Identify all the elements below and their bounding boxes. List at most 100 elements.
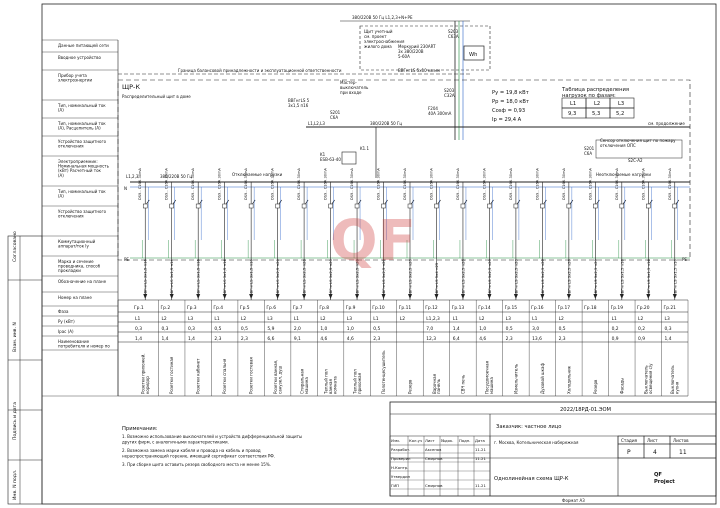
breaker-contact (275, 203, 280, 209)
circuit-current: 2,3 (241, 336, 248, 342)
note-item: 1. Возможно использование выключателей и… (122, 434, 302, 445)
watermark: QF (330, 209, 416, 274)
fire-relay-box (595, 139, 683, 159)
breaker-label: DS9.. C16A 30mA (324, 167, 328, 200)
left-table-label: Iрас (А) (58, 329, 74, 334)
cable-label: ВВГнгLS 3x1,5 п16 (672, 258, 677, 296)
circuit-current: 13,6 (532, 336, 542, 342)
panel-subtitle: Распределительный щит в доме (122, 94, 191, 99)
cable-label: ВВГнгLS 3x1,5 п16 (222, 258, 227, 296)
circuit-current: 9,1 (294, 336, 301, 342)
breaker-contact (222, 203, 227, 209)
panel-title: ЩР-К (122, 83, 140, 91)
note-item: 3. При сборке щита оставить резерв свобо… (122, 462, 271, 467)
supply-label: 380/220В 50 Гц L1,2,3+N+PE (352, 15, 413, 20)
side-label-agreed: Согласовано (12, 231, 18, 262)
side-label-replaced-inv: Взам. инв. N (12, 322, 18, 352)
circuit-load-name: Розетки прихожей.коридор (141, 353, 150, 394)
circuit-load-name: Измельчитель (513, 363, 518, 394)
main-bus-label: 380/220В 50 Гц (370, 121, 402, 126)
circuit-phase: L2 (559, 316, 564, 322)
continuation-label: см. продолжение (648, 121, 685, 126)
circuit-group: Гр.15 (505, 305, 518, 311)
relay-label: S2C-A2 (628, 158, 643, 163)
breaker-label: DS9.. C16A 30mA (138, 167, 142, 200)
cable-label: ВВГнгLS 3x2,5 п20 (487, 258, 492, 296)
breaker-label: DS9.. C16A 30mA (165, 167, 169, 200)
nonswitchable-loads-label: Неотключаемые нагрузки (596, 172, 651, 177)
stage-head: Стадия (621, 438, 638, 443)
circuit-load-name: Розетки гостевая (249, 357, 254, 394)
circuit-load-name: Фасады (619, 378, 624, 394)
cable-label: ВВГнгLS 3x1,5 п16 (143, 258, 148, 296)
outgoing-arrow (381, 294, 386, 299)
stamp-role: Проверил (391, 456, 411, 461)
note-item: 2. Возможна замена марки кабеля и провод… (122, 448, 275, 459)
breaker-label: DS9.. C16A 30mA (668, 167, 672, 200)
breaker-contact (566, 203, 572, 209)
cable-label: ВВГнгLS 3x1,5 п16 (646, 258, 651, 296)
meter-symbol-label: Wh (469, 52, 477, 58)
outgoing-arrow (408, 294, 412, 299)
left-table-label: Электроприемник:Номинальная мощность(кВт… (58, 159, 110, 178)
input-cable: ВВГнгLS 5х10 кв.мм (398, 68, 440, 73)
circuit-load-name: Теплый полваннаякомната (324, 369, 338, 395)
breaker-label: DS9.. C16A 30mA (615, 167, 619, 200)
boundary-text: Граница балансовой принадлежности и эксп… (178, 68, 342, 73)
left-table-label: Данные питающей сети (58, 43, 109, 48)
circuit-load-name: Полотенцесушитель (381, 350, 386, 394)
breaker-label: DS9.. C16A 30mA (191, 167, 195, 200)
phase-name: L3 (618, 101, 624, 107)
circuit-load-name: Холодильник (566, 365, 571, 394)
breaker-contact (619, 203, 625, 209)
breaker-contact (460, 203, 466, 209)
cable-label: ВВГнгLS 3x2,5 п20 (540, 258, 545, 296)
breaker-label: DS9.. C16A 30mA (456, 167, 460, 200)
breaker-contact (381, 203, 386, 209)
outgoing-arrow (434, 294, 439, 299)
meter-symbol (463, 45, 485, 61)
stamp-date: 11.21 (475, 447, 486, 452)
cable-label: ВВГнгLS 3x2,5 п20 (275, 258, 280, 296)
outgoing-arrow (513, 294, 518, 299)
circuit-group: Гр.12 (425, 305, 438, 311)
panel-header: ЩР-К Распределительный щит в доме ВВГнгL… (122, 80, 690, 262)
stamp-head-cell: Кол.уч (409, 438, 422, 443)
stage-value: 11 (679, 449, 687, 456)
circuit-group: Гр.18 (584, 305, 597, 311)
circuit-power: 0,5 (559, 326, 566, 332)
outgoing-arrow (672, 294, 677, 299)
circuit-phase: L1 (373, 316, 378, 322)
stamp-head-cell: Подп. (459, 438, 471, 443)
circuit-current: 0,9 (612, 336, 619, 342)
circuit-load-name: Варочнаяпанель (432, 373, 441, 394)
circuit-current: 6,6 (267, 336, 274, 342)
breaker-label: DS9.. C16A 30mA (509, 167, 513, 200)
circuit-phase: L1 (453, 316, 458, 322)
circuit-phase: L3 (267, 316, 272, 322)
circuit-phase: L1 (294, 316, 299, 322)
stamp-head-cell: Изм. (391, 438, 400, 443)
circuit-group: Гр.6 (266, 305, 276, 311)
circuit-load-name: Розетки кабинет (196, 358, 201, 394)
cable-label: ВВГнгLS 3x2,5 п20 (328, 258, 333, 296)
cable-label: ВВГнгLS 3x2,5 п20 (381, 258, 386, 296)
breaker-label: DS9.. C16A 30mA (588, 167, 592, 200)
circuit-phase: L2 (479, 316, 484, 322)
circuit-phase: L3 (665, 316, 670, 322)
binding-strip: Согласовано Взам. инв. N Подпись и дата … (7, 231, 43, 505)
circuit-load-name: Розетки ванная,санузел, душ (273, 360, 282, 394)
stage-head: Листов (673, 438, 689, 443)
rated-current: Iр = 29,4 А (492, 117, 522, 123)
circuit-phase: L1 (214, 316, 219, 322)
stage-value: 4 (653, 449, 657, 456)
circuit-current: 6,4 (453, 336, 460, 342)
